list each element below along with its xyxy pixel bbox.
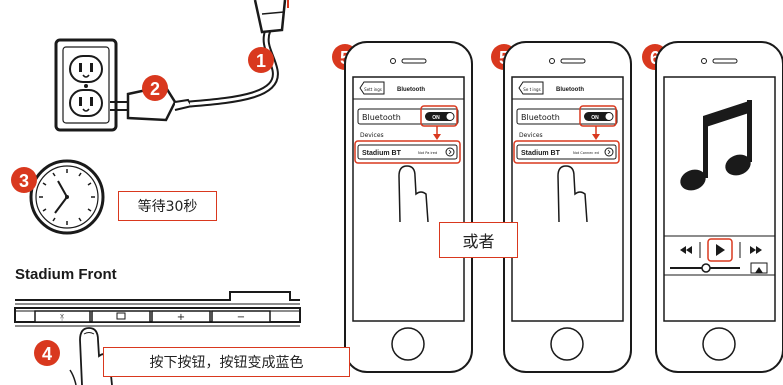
bluetooth-toggle[interactable]: ON (425, 112, 455, 121)
chevron-right-icon (445, 147, 455, 157)
svg-text:ON: ON (591, 115, 599, 121)
phone-1: Sett ings Bluetooth Bluetooth ON Devices… (344, 41, 473, 373)
panel-button-volume-up[interactable]: + (151, 310, 211, 323)
input-icon (116, 312, 126, 320)
step-badge-1: 1 (248, 47, 274, 73)
clock-icon (29, 159, 105, 235)
panel-button-bluetooth[interactable]: ᛡ (34, 310, 91, 323)
device-name: Stadium BT (521, 150, 561, 157)
home-button[interactable] (391, 327, 425, 361)
volume-slider[interactable] (670, 263, 740, 273)
power-cable (189, 28, 279, 108)
step-badge-3: 3 (11, 167, 37, 193)
front-panel-title: Stadium Front (15, 266, 117, 283)
step-badge-2: 2 (142, 75, 168, 101)
phone-3 (655, 41, 783, 373)
chevron-right-icon (604, 147, 614, 157)
devices-header: Devices (519, 132, 543, 139)
finger-tap-icon (398, 165, 429, 223)
device-row-stadium-bt[interactable]: Stadium BT Not Pa ired (357, 144, 458, 160)
music-note-icon (680, 100, 752, 191)
svg-text:2: 2 (150, 79, 160, 99)
bluetooth-row-label: Bluetooth (362, 113, 401, 122)
fast-forward-icon[interactable] (750, 246, 762, 254)
screen-title: Bluetooth (556, 87, 584, 93)
home-button[interactable] (550, 327, 584, 361)
svg-text:Se t ings: Se t ings (523, 87, 540, 92)
device-row-stadium-bt[interactable]: Stadium BT Not Connec ed (516, 144, 617, 160)
bluetooth-icon: ᛡ (60, 313, 65, 322)
rewind-icon[interactable] (680, 246, 692, 254)
svg-text:3: 3 (19, 171, 29, 191)
wall-outlet (54, 38, 118, 132)
svg-text:4: 4 (42, 344, 52, 364)
wait-callout: 等待30秒 (118, 191, 217, 221)
device-status: Not Connec ed (573, 151, 599, 155)
panel-button-volume-down[interactable]: − (211, 310, 271, 323)
or-callout: 或者 (439, 222, 518, 258)
step-badge-4: 4 (34, 340, 60, 366)
svg-text:ON: ON (432, 115, 440, 121)
finger-tap-icon (557, 165, 588, 223)
home-button[interactable] (702, 327, 736, 361)
svg-text:6: 6 (650, 48, 660, 68)
device-name: Stadium BT (362, 150, 402, 157)
svg-text:Sett ings: Sett ings (364, 87, 382, 92)
play-icon[interactable] (716, 244, 725, 256)
screen-title: Bluetooth (397, 87, 425, 93)
devices-header: Devices (360, 132, 384, 139)
airplay-icon[interactable] (750, 262, 768, 274)
bluetooth-toggle[interactable]: ON (584, 112, 614, 121)
phone-2: Se t ings Bluetooth Bluetooth ON Devices… (503, 41, 632, 373)
settings-back-button[interactable] (518, 81, 544, 95)
svg-text:1: 1 (256, 51, 266, 71)
settings-back-button[interactable] (359, 81, 385, 95)
device-status: Not Pa ired (418, 151, 437, 155)
panel-button-input[interactable] (91, 310, 151, 323)
bluetooth-row-label: Bluetooth (521, 113, 560, 122)
press-callout: 按下按钮，按钮变成蓝色 (103, 347, 350, 377)
power-connector (253, 0, 289, 34)
minus-label: − (237, 312, 245, 323)
plus-label: + (177, 312, 185, 323)
